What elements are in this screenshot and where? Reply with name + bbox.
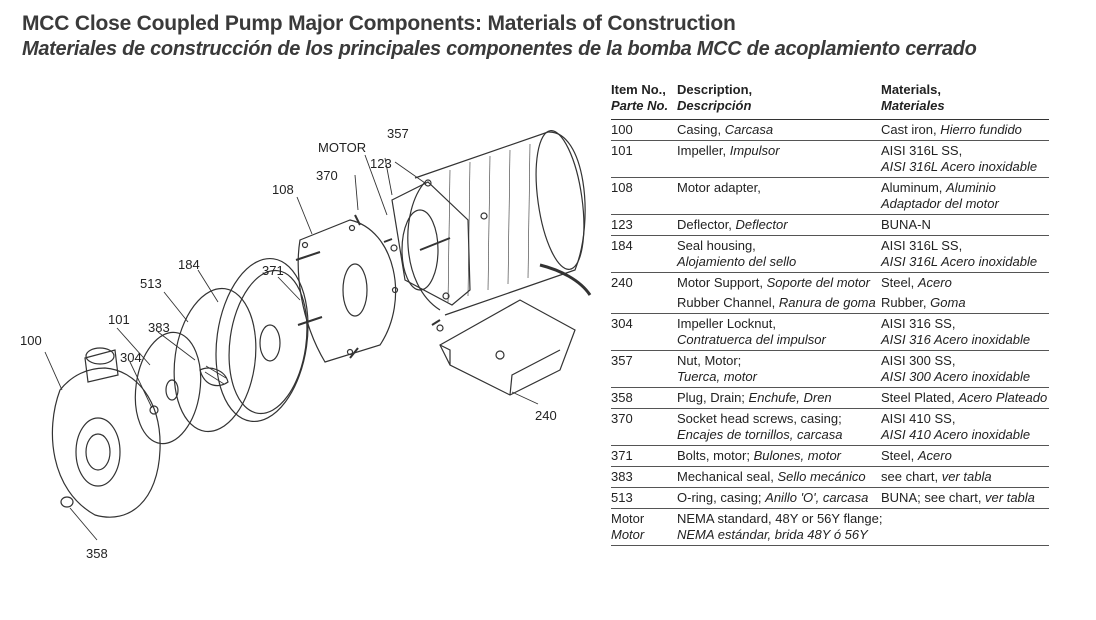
seal-housing-illustration <box>215 257 309 423</box>
cell-materials: AISI 410 SS,AISI 410 Acero inoxidable <box>881 408 1049 446</box>
callout-358: 358 <box>86 546 108 561</box>
callout-383: 383 <box>148 320 170 335</box>
cell-item-no: 370 <box>611 408 677 446</box>
cell-materials: AISI 316L SS,AISI 316L Acero inoxidable <box>881 235 1049 273</box>
cell-item-no: 100 <box>611 119 677 141</box>
callout-240: 240 <box>535 408 557 423</box>
cell-description: O-ring, casing; Anillo 'O', carcasa <box>677 487 881 509</box>
cell-item-no: 357 <box>611 350 677 388</box>
callout-371: 371 <box>262 263 284 278</box>
motor-illustration <box>390 130 586 316</box>
callout-370: 370 <box>316 168 338 183</box>
cell-description: Rubber Channel, Ranura de goma <box>677 293 881 314</box>
cell-item-no: 371 <box>611 445 677 467</box>
materials-table: Item No., Parte No. Description, Descrip… <box>611 82 1049 546</box>
cell-description: Impeller Locknut,Contratuerca del impuls… <box>677 313 881 351</box>
cell-item-no <box>611 293 677 314</box>
header-item-no: Item No., Parte No. <box>611 82 677 120</box>
cell-materials: Steel, Acero <box>881 275 952 290</box>
callout-513: 513 <box>140 276 162 291</box>
cell-item-no: 184 <box>611 235 677 273</box>
bolts-illustration <box>295 214 441 359</box>
page-title: MCC Close Coupled Pump Major Components:… <box>22 12 736 35</box>
exploded-pump-diagram: 100 101 108 123 184 240 304 357 358 370 … <box>20 126 592 561</box>
motor-adapter-illustration <box>297 219 399 363</box>
leader-lines <box>44 154 539 541</box>
cell-description: Motor adapter, <box>677 177 881 215</box>
cell-item-no: 123 <box>611 214 677 236</box>
cell-description: NEMA standard, 48Y or 56Y flange;NEMA es… <box>677 508 883 546</box>
callout-184: 184 <box>178 257 200 272</box>
cell-materials: BUNA-N <box>881 214 1049 236</box>
cell-materials: BUNA; see chart, ver tabla <box>881 487 1049 509</box>
cell-materials: AISI 316L SS,AISI 316L Acero inoxidable <box>881 140 1049 178</box>
cell-item-no: 108 <box>611 177 677 215</box>
cell-description: Seal housing,Alojamiento del sello <box>677 235 881 273</box>
cell-description: Impeller, Impulsor <box>677 140 881 178</box>
table-header-row: Item No., Parte No. Description, Descrip… <box>611 82 1049 120</box>
cell-materials: Steel, Acero <box>881 445 1049 467</box>
locknut-illustration <box>149 405 159 415</box>
rubber-channel-illustration <box>539 263 592 296</box>
cell-materials: Rubber, Goma <box>881 293 1049 314</box>
table-row: 240 Motor Support, Soporte del motor Steel… <box>611 273 1049 294</box>
cell-description: Socket head screws, casing;Encajes de to… <box>677 408 881 446</box>
cell-item-no: 101 <box>611 140 677 178</box>
cell-item-no: 383 <box>611 466 677 488</box>
callout-357: 357 <box>387 126 409 141</box>
cell-materials: AISI 316 SS,AISI 316 Acero inoxidable <box>881 313 1049 351</box>
callout-100: 100 <box>20 333 42 348</box>
cell-description: Nut, Motor;Tuerca, motor <box>677 350 881 388</box>
drain-plug-illustration <box>60 496 74 508</box>
cell-item-no: 513 <box>611 487 677 509</box>
cell-item-no: 240 <box>611 275 633 290</box>
cell-description: Deflector, Deflector <box>677 214 881 236</box>
header-description: Description, Descripción <box>677 82 881 120</box>
cell-description: Motor Support, Soporte del motor <box>677 275 870 290</box>
cell-description: Bolts, motor; Bulones, motor <box>677 445 881 467</box>
cell-description: Plug, Drain; Enchufe, Dren <box>677 387 881 409</box>
o-ring-illustration <box>173 287 257 433</box>
materials-table-container: Item No., Parte No. Description, Descrip… <box>611 82 1049 546</box>
cell-description: Casing, Carcasa <box>677 119 881 141</box>
callout-101: 101 <box>108 312 130 327</box>
cell-description: Mechanical seal, Sello mecánico <box>677 466 881 488</box>
callout-motor: MOTOR <box>318 140 366 155</box>
cell-item-no: 358 <box>611 387 677 409</box>
casing-illustration <box>51 347 161 518</box>
page-subtitle: Materiales de construcción de los princi… <box>22 38 977 60</box>
callout-123: 123 <box>370 156 392 171</box>
callout-304: 304 <box>120 350 142 365</box>
cell-materials <box>881 508 1049 546</box>
impeller-illustration <box>134 331 202 445</box>
mechanical-seal-illustration <box>199 365 229 387</box>
cell-materials: AISI 300 SS,AISI 300 Acero inoxidable <box>881 350 1049 388</box>
cell-materials: Steel Plated, Acero Plateado <box>881 387 1049 409</box>
header-materials: Materials, Materiales <box>881 82 1049 120</box>
cell-materials: Cast iron, Hierro fundido <box>881 119 1049 141</box>
callout-108: 108 <box>272 182 294 197</box>
cell-materials: see chart, ver tabla <box>881 466 1049 488</box>
cell-item-no: 304 <box>611 313 677 351</box>
motor-support-illustration <box>436 299 576 396</box>
